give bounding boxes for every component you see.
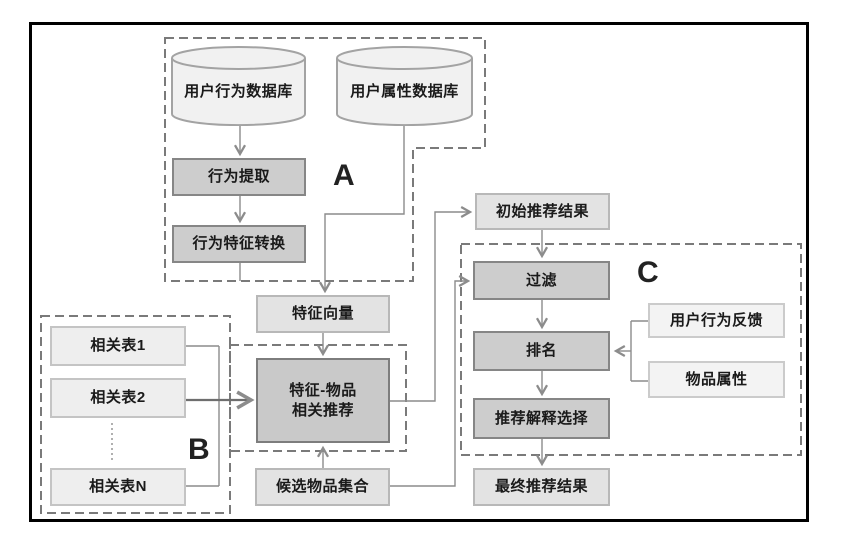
node-rec-explanation-selection: 推荐解释选择 <box>473 398 610 439</box>
node-user-behavior-feedback: 用户行为反馈 <box>648 303 785 338</box>
line-feedback-bracket <box>630 320 648 382</box>
node-user-behavior-feedback-label: 用户行为反馈 <box>669 311 763 329</box>
node-related-table-n: 相关表N <box>50 468 186 506</box>
group-c-outline <box>460 243 802 456</box>
node-feature-item-rec: 特征-物品 相关推荐 <box>256 358 390 443</box>
node-behavior-extraction: 行为提取 <box>172 158 306 196</box>
cylinder-shape <box>336 46 473 127</box>
node-item-attribute-label: 物品属性 <box>685 370 748 388</box>
node-related-table-1: 相关表1 <box>50 326 186 366</box>
node-behavior-feature-transform-label: 行为特征转换 <box>192 235 286 253</box>
cylinder-shape <box>171 46 306 127</box>
node-behavior-extraction-label: 行为提取 <box>207 168 270 186</box>
node-feature-vector-label: 特征向量 <box>291 305 354 323</box>
node-final-rec-result-label: 最终推荐结果 <box>494 478 588 496</box>
node-related-table-2: 相关表2 <box>50 378 186 418</box>
node-related-table-1-label: 相关表1 <box>90 337 146 355</box>
line-related-tables-bus <box>186 345 220 487</box>
group-b-label: B <box>188 433 210 466</box>
group-c-label: C <box>637 256 659 289</box>
node-ranking: 排名 <box>473 331 610 371</box>
node-initial-rec-result: 初始推荐结果 <box>475 193 610 230</box>
node-candidate-item-set-label: 候选物品集合 <box>275 478 369 496</box>
node-feature-item-rec-line1: 特征-物品 <box>289 382 357 399</box>
db-user-attribute-label: 用户属性数据库 <box>350 83 459 100</box>
node-filter-label: 过滤 <box>525 271 557 289</box>
node-ranking-label: 排名 <box>525 342 557 360</box>
node-behavior-feature-transform: 行为特征转换 <box>172 225 306 263</box>
db-user-attribute: 用户属性数据库 <box>336 46 473 127</box>
group-a-label: A <box>333 159 355 192</box>
node-rec-explanation-selection-label: 推荐解释选择 <box>494 409 588 427</box>
group-a-outline <box>164 37 486 282</box>
node-initial-rec-result-label: 初始推荐结果 <box>495 202 589 220</box>
node-candidate-item-set: 候选物品集合 <box>255 468 390 506</box>
node-related-table-n-label: 相关表N <box>89 478 147 496</box>
connector-layer <box>40 37 802 514</box>
arrow-attrdb-to-featurevector <box>318 126 405 294</box>
node-item-attribute: 物品属性 <box>648 361 785 398</box>
node-final-rec-result: 最终推荐结果 <box>473 468 610 506</box>
db-user-behavior-label: 用户行为数据库 <box>184 83 293 100</box>
node-feature-item-rec-line2: 相关推荐 <box>291 401 354 419</box>
arrow-candidates-to-filter <box>390 274 471 487</box>
db-user-behavior: 用户行为数据库 <box>171 46 306 127</box>
node-feature-vector: 特征向量 <box>256 295 390 333</box>
node-filter: 过滤 <box>473 261 610 300</box>
arrow-rec-to-initial <box>390 205 473 402</box>
diagram-frame: 用户行为数据库 用户属性数据库 A B C 行为提取 行为特征转换 特征向量 特… <box>29 22 809 522</box>
node-related-table-2-label: 相关表2 <box>90 389 146 407</box>
